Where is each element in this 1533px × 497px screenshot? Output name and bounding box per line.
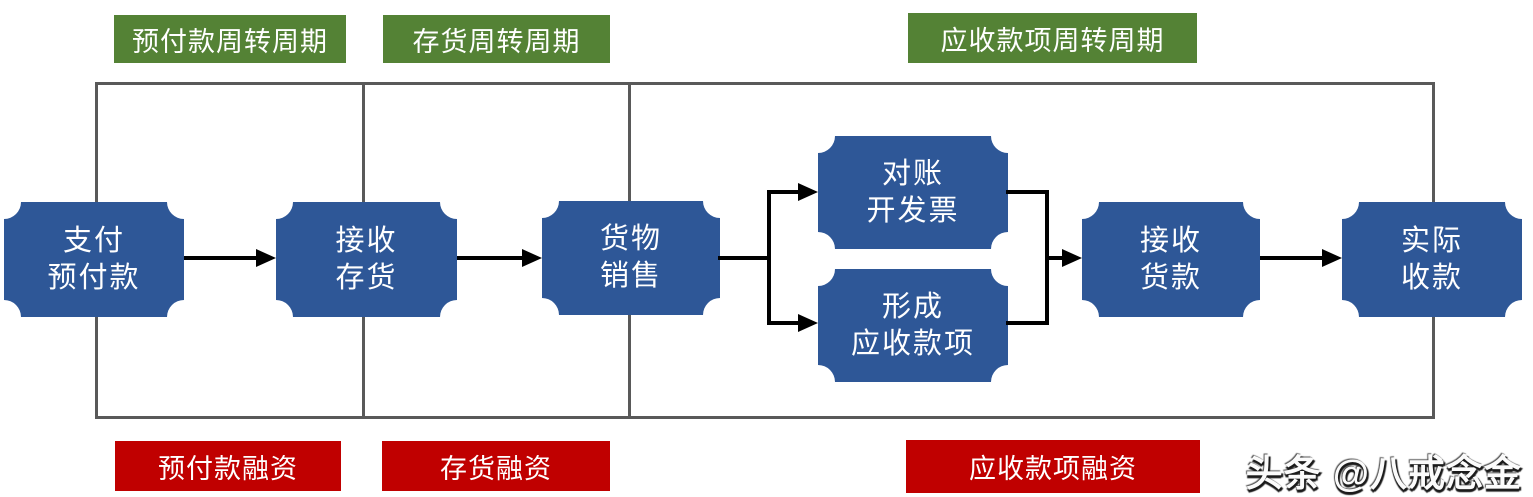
corner-notch xyxy=(0,185,21,219)
node-label-line2: 销售 xyxy=(599,260,662,292)
bottom-label-text: 预付款融资 xyxy=(158,453,298,484)
top-label-inventory-cycle: 存货周转周期 xyxy=(383,15,610,63)
node-label-line1: 支付 xyxy=(62,224,125,257)
node-label-line2: 开发票 xyxy=(866,194,960,227)
corner-notch xyxy=(167,300,201,334)
corner-notch xyxy=(991,119,1025,153)
node-label: 货物 销售 xyxy=(542,201,720,315)
arrow-merge-to-payment xyxy=(1045,256,1064,260)
node-label-line1: 形成 xyxy=(881,290,944,323)
node-label: 支付 预付款 xyxy=(4,202,184,317)
corner-notch xyxy=(0,300,21,334)
toutiao-watermark: 头条 @八戒念金 xyxy=(1245,453,1522,494)
corner-notch xyxy=(1065,185,1099,219)
node-receive-payment: 接收 货款 xyxy=(1065,185,1277,334)
node-label-line2: 货款 xyxy=(1139,261,1202,294)
corner-notch xyxy=(440,185,474,219)
arrow-payment-to-collection xyxy=(1260,256,1324,260)
node-label: 接收 货款 xyxy=(1082,202,1260,317)
corner-notch xyxy=(525,184,559,218)
corner-notch xyxy=(1325,300,1359,334)
arrowhead-icon xyxy=(522,249,542,267)
arrowhead-icon xyxy=(1322,249,1342,267)
corner-notch xyxy=(259,300,293,334)
node-actual-collection: 实际 收款 xyxy=(1325,185,1533,334)
node-label-line2: 收款 xyxy=(1400,261,1463,294)
node-label-line1: 货物 xyxy=(599,223,662,255)
node-receive-inventory: 接收 存货 xyxy=(259,185,474,334)
arrowhead-icon xyxy=(256,249,276,267)
node-label-line1: 对账 xyxy=(881,157,944,190)
corner-notch xyxy=(703,184,737,218)
corner-notch xyxy=(991,365,1025,399)
corner-notch xyxy=(525,298,559,332)
corner-notch xyxy=(801,252,835,286)
corner-notch xyxy=(259,185,293,219)
corner-notch xyxy=(1505,300,1533,334)
corner-notch xyxy=(1243,185,1277,219)
corner-notch xyxy=(1065,300,1099,334)
corner-notch xyxy=(801,119,835,153)
corner-notch xyxy=(167,185,201,219)
node-label-line2: 应收款项 xyxy=(850,327,975,360)
connector-receivables-to-merge xyxy=(1006,321,1049,325)
arrow-branch-to-invoice xyxy=(767,190,800,194)
arrowhead-icon xyxy=(1062,249,1082,267)
node-label-line1: 接收 xyxy=(1139,224,1202,257)
bottom-label-inventory-financing: 存货融资 xyxy=(382,441,610,491)
top-label-text: 预付款周转周期 xyxy=(132,26,328,57)
connector-invoice-to-merge xyxy=(1006,190,1049,194)
node-label-line1: 接收 xyxy=(335,224,398,257)
corner-notch xyxy=(1505,185,1533,219)
node-label: 接收 存货 xyxy=(276,202,457,317)
arrowhead-icon xyxy=(798,314,818,332)
corner-notch xyxy=(440,300,474,334)
node-label-line2: 预付款 xyxy=(47,261,141,294)
top-label-text: 存货周转周期 xyxy=(412,26,581,57)
top-label-prepayment-cycle: 预付款周转周期 xyxy=(114,15,346,63)
node-reconcile-invoice: 对账 开发票 xyxy=(801,119,1025,266)
corner-notch xyxy=(1325,185,1359,219)
branch-split-line xyxy=(767,190,771,325)
bottom-label-text: 应收款项融资 xyxy=(969,454,1137,484)
node-goods-sale: 货物 销售 xyxy=(525,184,737,332)
node-pay-prepayment: 支付 预付款 xyxy=(0,185,201,334)
corner-notch xyxy=(801,365,835,399)
node-label: 对账 开发票 xyxy=(818,136,1008,249)
node-label: 实际 收款 xyxy=(1342,202,1522,317)
arrow-branch-to-receivables xyxy=(767,321,800,325)
arrow-prepay-to-inventory xyxy=(184,256,258,260)
bottom-label-prepayment-financing: 预付款融资 xyxy=(115,441,341,491)
node-label-line1: 实际 xyxy=(1400,224,1463,257)
top-label-receivables-cycle: 应收款项周转周期 xyxy=(908,13,1197,63)
connector-sales-to-branch xyxy=(718,256,771,260)
corner-notch xyxy=(1243,300,1277,334)
bottom-label-text: 存货融资 xyxy=(440,453,552,484)
bottom-label-receivables-financing: 应收款项融资 xyxy=(906,440,1200,493)
corner-notch xyxy=(703,298,737,332)
top-label-text: 应收款项周转周期 xyxy=(940,25,1165,56)
arrow-inventory-to-sales xyxy=(457,256,524,260)
arrowhead-icon xyxy=(798,183,818,201)
node-label-line2: 存货 xyxy=(335,261,398,294)
node-label: 形成 应收款项 xyxy=(818,269,1008,382)
corner-notch xyxy=(991,252,1025,286)
node-form-receivables: 形成 应收款项 xyxy=(801,252,1025,399)
